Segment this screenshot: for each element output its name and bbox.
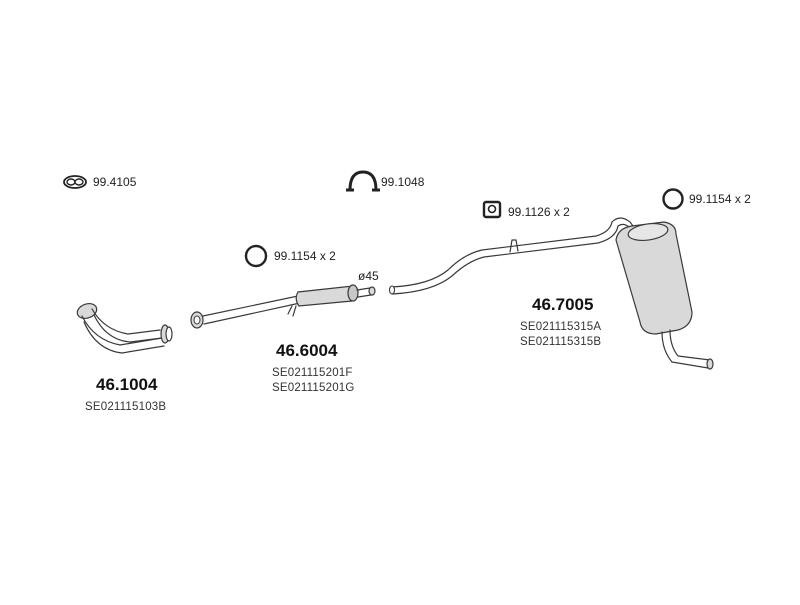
gasket-icon xyxy=(63,175,87,189)
rear-silencer-code-2: SE021115315B xyxy=(520,336,602,348)
hanger-ring-front-icon xyxy=(244,244,268,268)
rear-silencer-drawing xyxy=(388,217,714,370)
rear-silencer-code-1: SE021115315A xyxy=(520,321,602,333)
hanger-ring-rear-icon xyxy=(662,188,684,210)
gasket-part-number: 99.4105 xyxy=(93,175,137,189)
front-pipe-part-number: 46.1004 xyxy=(96,375,158,394)
middle-silencer-part-number: 46.6004 xyxy=(276,341,338,360)
front-pipe-code: SE021115103B xyxy=(85,401,167,413)
middle-silencer-code-1: SE021115201F xyxy=(272,367,353,379)
rubber-mount-icon xyxy=(482,200,502,219)
middle-silencer-code-2: SE021115201G xyxy=(272,382,355,394)
front-pipe-drawing xyxy=(76,302,173,354)
hanger-rear-part-number: 99.1154 x 2 xyxy=(689,192,751,206)
clamp-part-number: 99.1048 xyxy=(381,175,425,189)
rubber-mount-part-number: 99.1126 x 2 xyxy=(508,205,570,219)
hanger-front-part-number: 99.1154 x 2 xyxy=(274,249,336,263)
diameter-label: ø45 xyxy=(358,269,379,283)
rear-silencer-part-number: 46.7005 xyxy=(532,295,594,314)
clamp-icon xyxy=(346,170,380,192)
middle-silencer-drawing xyxy=(190,284,376,329)
